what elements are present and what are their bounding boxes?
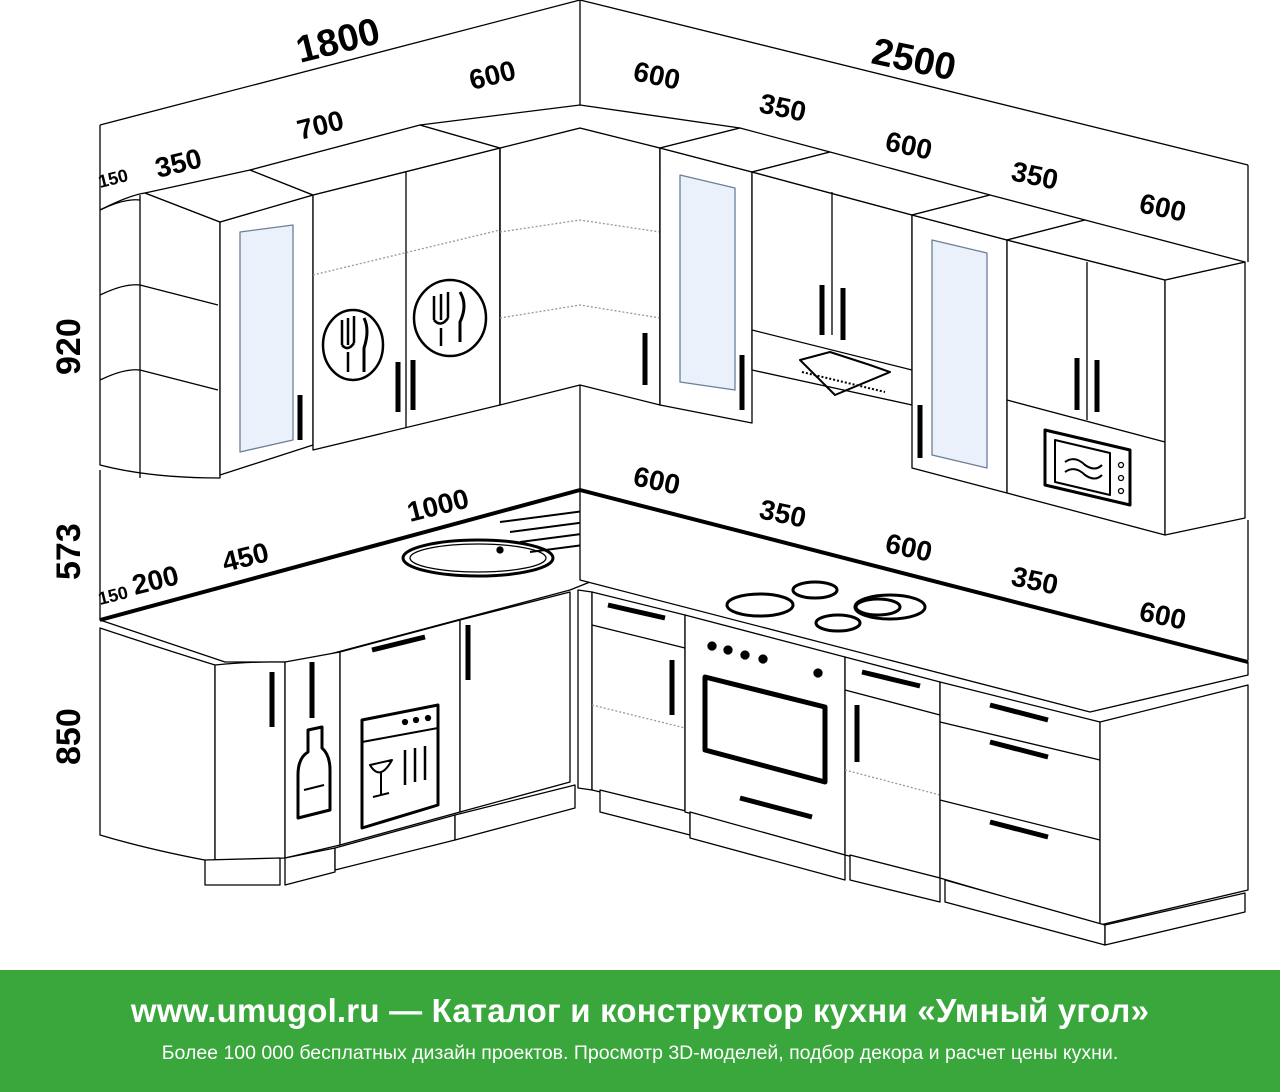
dishwasher-icon xyxy=(360,703,440,830)
cooktop-icon xyxy=(725,580,927,633)
lower-dishwasher xyxy=(334,619,461,871)
cutlery-icon xyxy=(412,278,488,358)
dim-upper-corner-right: 600 xyxy=(631,56,683,96)
dim-lower-right-4: 350 xyxy=(1009,561,1061,601)
dim-lower-right-3: 600 xyxy=(883,528,935,568)
dim-lower-left-2: 200 xyxy=(129,559,182,600)
dim-height-upper: 920 xyxy=(50,318,88,375)
upper-hood-cabinet xyxy=(751,151,991,406)
upper-microwave-cabinet xyxy=(1006,219,1246,536)
lower-cabinet-350 xyxy=(844,656,941,903)
dim-upper-left-2: 350 xyxy=(152,142,205,183)
dim-lower-right-2: 350 xyxy=(757,494,809,534)
sink-icon xyxy=(401,504,661,578)
dim-upper-total-left: 1800 xyxy=(292,11,384,72)
upper-glass-cabinet-third xyxy=(911,194,1086,494)
countertop-right xyxy=(579,488,1249,713)
dim-lower-left-3: 450 xyxy=(219,536,272,577)
upper-corner-cabinet xyxy=(419,104,741,406)
lower-cabinet-sink xyxy=(454,591,576,841)
dim-lower-left-1: 150 xyxy=(96,582,130,609)
dim-height-lower: 850 xyxy=(50,708,88,765)
dim-upper-right-3: 350 xyxy=(1009,156,1061,196)
upper-cabinet-700 xyxy=(249,124,501,451)
dim-upper-corner-left: 600 xyxy=(466,54,519,95)
lower-corner-right xyxy=(577,589,691,836)
lower-corner-rounded xyxy=(99,627,286,886)
dim-upper-right-1: 350 xyxy=(757,88,809,128)
oven-icon xyxy=(702,641,828,820)
banner-title[interactable]: www.umugol.ru — Каталог и конструктор ку… xyxy=(130,992,1150,1029)
dim-upper-right-2: 600 xyxy=(883,126,935,166)
dim-lower-right-5: 600 xyxy=(1137,596,1189,636)
promo-banner: www.umugol.ru — Каталог и конструктор ку… xyxy=(0,970,1280,1092)
upper-glass-cabinet-right xyxy=(659,127,831,424)
lower-bottle-cabinet xyxy=(284,651,341,886)
banner-subtitle: Более 100 000 бесплатных дизайн проектов… xyxy=(161,1042,1119,1064)
lower-drawer-unit xyxy=(939,681,1249,946)
dim-upper-total-right: 2500 xyxy=(868,31,959,90)
cutlery-icon xyxy=(321,308,385,382)
kitchen-layout-diagram: 1800 2500 600 600 150 350 700 350 600 35… xyxy=(50,0,1249,946)
lower-oven-unit xyxy=(684,614,846,881)
dim-upper-left-3: 700 xyxy=(294,104,347,145)
dim-upper-left-1: 150 xyxy=(96,165,130,192)
range-hood-icon xyxy=(799,351,891,396)
dim-upper-right-4: 600 xyxy=(1137,188,1189,228)
dim-lower-right-1: 600 xyxy=(631,461,683,501)
bottle-icon xyxy=(296,725,332,820)
dim-height-gap: 573 xyxy=(50,523,88,580)
upper-open-shelf xyxy=(99,192,221,479)
microwave-icon xyxy=(1043,428,1132,507)
